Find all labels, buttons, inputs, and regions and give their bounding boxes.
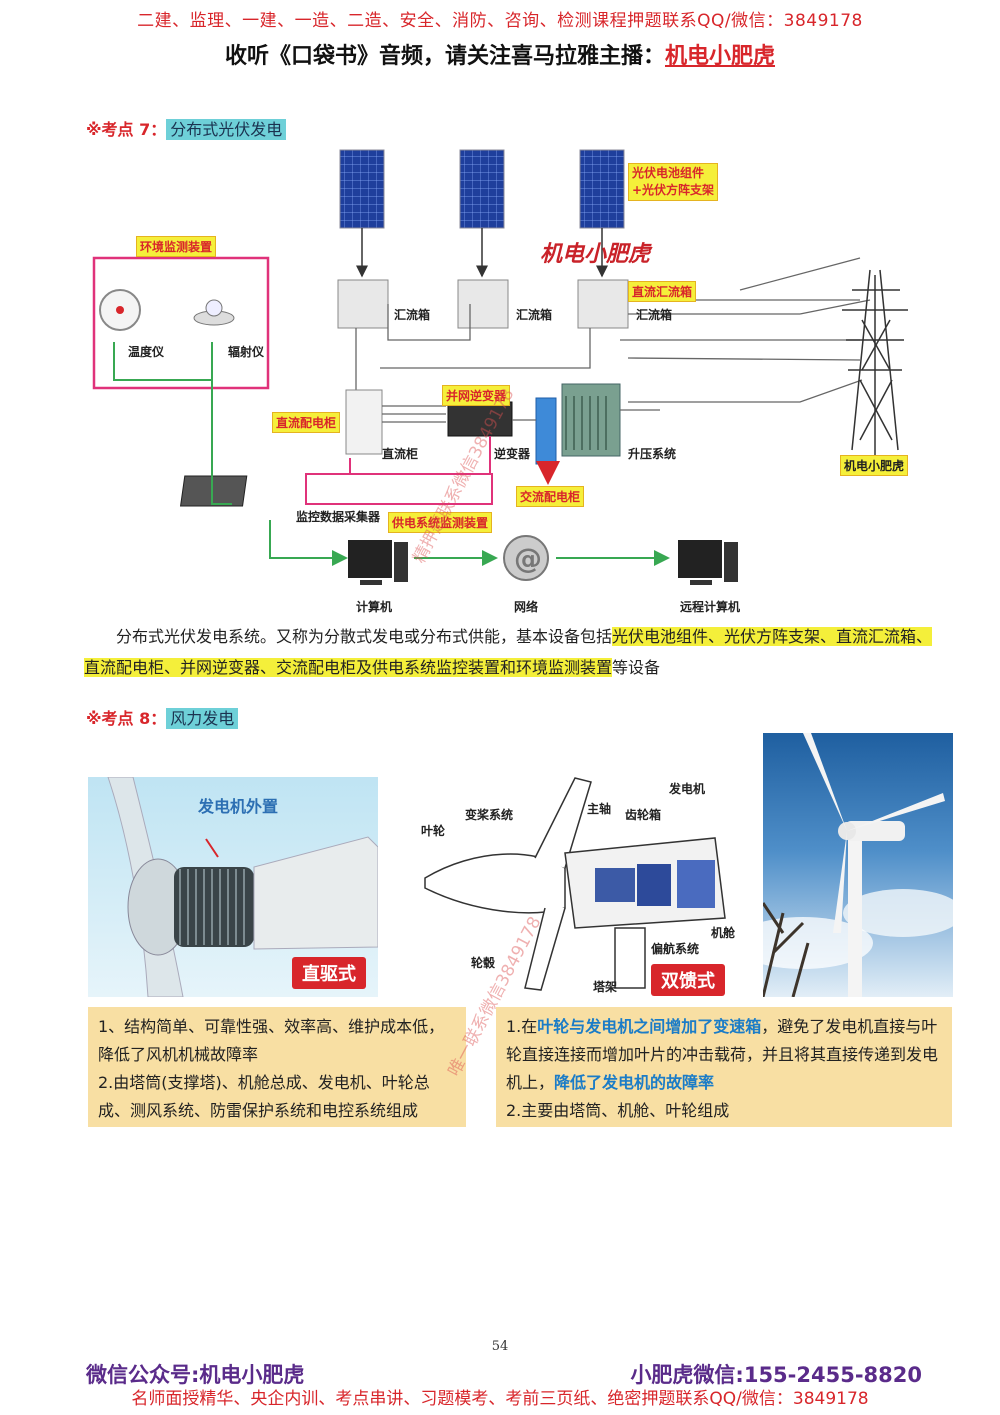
dfig-blade: 叶轮 [421,824,446,838]
network-icon [503,535,549,581]
footer-ad-line: 名师面授精华、央企内训、考点串讲、习题模考、考前三页纸、绝密押题联系QQ/微信：… [131,1389,869,1409]
footer-wechat: 小肥虎微信:155-2455-8820 [630,1363,922,1387]
env-monitor-title: 环境监测装置 [136,236,217,257]
header-audio-line: 收听《口袋书》音频，请关注喜马拉雅主播：机电小肥虎 [0,38,1000,70]
combiner-box-1 [337,279,389,329]
dfig-hub: 轮毂 [471,956,496,970]
direct-drive-callout: 发电机外置 [198,797,279,816]
dfig-tower: 塔架 [593,980,618,994]
turbine-photo [763,733,953,997]
direct-box-line1: 1、结构简单、可靠性强、效率高、维护成本低，降低了风机机械故障率 [98,1017,445,1064]
monitor-data-collector [179,475,248,507]
dfig-generator: 发电机 [669,782,706,796]
para-plain-1: 分布式光伏发电系统。又称为分散式发电或分布式供能，基本设备包括 [116,627,613,646]
radiometer-label: 辐射仪 [228,345,265,359]
para-plain-2: 等设备 [612,658,661,677]
section8-heading: ※考点 8：风力发电 [86,705,239,729]
direct-box-line2: 2.由塔筒(支撑塔)、机舱总成、发电机、叶轮总成、测风系统、防雷保护系统和电控系… [98,1073,430,1120]
inverter-label: 并网逆变器 [442,385,511,406]
booster-caption: 升压系统 [628,447,677,461]
dfig-p1-a: 1.在 [506,1017,538,1036]
solar-panel-2 [459,149,505,229]
dfig-main-shaft: 主轴 [587,802,612,816]
network-label: 网络 [514,600,539,614]
direct-drive-badge: 直驱式 [292,957,366,989]
combiner-label-1: 汇流箱 [394,308,431,322]
footer-official-account: 微信公众号:机电小肥虎 [86,1363,305,1387]
env-monitor-frame [92,256,270,390]
thermometer-label: 温度仪 [128,345,165,359]
dfig-gearbox: 齿轮箱 [625,808,662,822]
combiner-box-2 [457,279,509,329]
section7-paragraph: 分布式光伏发电系统。又称为分散式发电或分布式供能，基本设备包括光伏电池组件、光伏… [84,621,934,683]
transmission-tower-icon [842,269,908,455]
section8-marker: ※考点 8： [86,709,167,728]
para-highlight-1: 光伏电池组件、光伏方阵支架、 [612,627,837,646]
dfig-box-para2: 2.主要由塔筒、机舱、叶轮组成 [506,1101,730,1120]
page-number: 54 [491,1339,509,1354]
tower-label: 机电小肥虎 [840,455,909,476]
dfig-nacelle: 机舱 [711,926,736,940]
svg-text:@: @ [514,542,542,575]
section7-title: 分布式光伏发电 [166,119,287,140]
dc-cabinet-label: 直流配电柜 [272,412,341,433]
remote-computer-label: 远程计算机 [680,600,741,614]
dfig-badge: 双馈式 [651,964,725,996]
dfig-yaw: 偏航系统 [651,942,700,956]
combiner-box-3 [577,279,629,329]
dfig-box-para1: 1.在叶轮与发电机之间增加了变速箱，避免了发电机直接与叶轮直接连接而增加叶片的冲… [506,1013,942,1097]
inverter-box [447,401,513,437]
dfig-p1-blue2: 降低了发电机的故障率 [554,1073,715,1092]
collector-label: 监控数据采集器 [296,510,381,524]
supply-monitor-label: 供电系统监测装置 [388,512,493,533]
dfig-diagram: 叶轮 变桨系统 主轴 齿轮箱 发电机 机舱 偏航系统 轮毂 塔架 双馈式 [415,768,745,998]
dc-cabinet-caption: 直流柜 [382,447,419,461]
header-audio-prefix: 收听《口袋书》音频，请关注喜马拉雅主播： [224,44,665,69]
header-ad-line: 二建、监理、一建、一造、二造、安全、消防、咨询、检测课程押题联系QQ/微信：38… [137,11,863,31]
header-anchor-link[interactable]: 机电小肥虎 [665,44,776,69]
solar-panel-3 [579,149,625,229]
section8-title: 风力发电 [166,708,239,729]
dfig-p1-blue1: 叶轮与发电机之间增加了变速箱 [537,1017,762,1036]
dc-combiner-label: 直流汇流箱 [628,281,697,302]
computer-icon [348,540,392,578]
combiner-label-3: 汇流箱 [636,308,673,322]
combiner-label-2: 汇流箱 [516,308,553,322]
solar-panel-1 [339,149,385,229]
section7-heading: ※考点 7：分布式光伏发电 [86,116,287,140]
ac-cabinet-label: 交流配电柜 [516,486,585,507]
dfig-p1-b: ，避免了发电机直接与叶轮直接连接而增加叶片的冲击载荷，并且将其直接传递到发电机上… [506,1017,939,1092]
pv-system-diagram: @ [92,149,908,585]
dfig-pitch: 变桨系统 [465,808,514,822]
dc-cabinet [345,389,383,455]
computer-label: 计算机 [356,600,393,614]
direct-drive-image: 发电机外置 直驱式 [88,777,378,997]
dfig-box: 1.在叶轮与发电机之间增加了变速箱，避免了发电机直接与叶轮直接连接而增加叶片的冲… [496,1007,952,1127]
pv-panel-label: 光伏电池组件 +光伏方阵支架 [628,163,719,201]
remote-computer-icon [678,540,722,578]
section7-marker: ※考点 7： [86,120,167,139]
brand-mark: 机电小肥虎 [540,242,651,267]
inverter-caption: 逆变器 [494,447,531,461]
direct-drive-box: 1、结构简单、可靠性强、效率高、维护成本低，降低了风机机械故障率 2.由塔筒(支… [88,1007,466,1127]
supply-monitor-loop [305,473,493,505]
